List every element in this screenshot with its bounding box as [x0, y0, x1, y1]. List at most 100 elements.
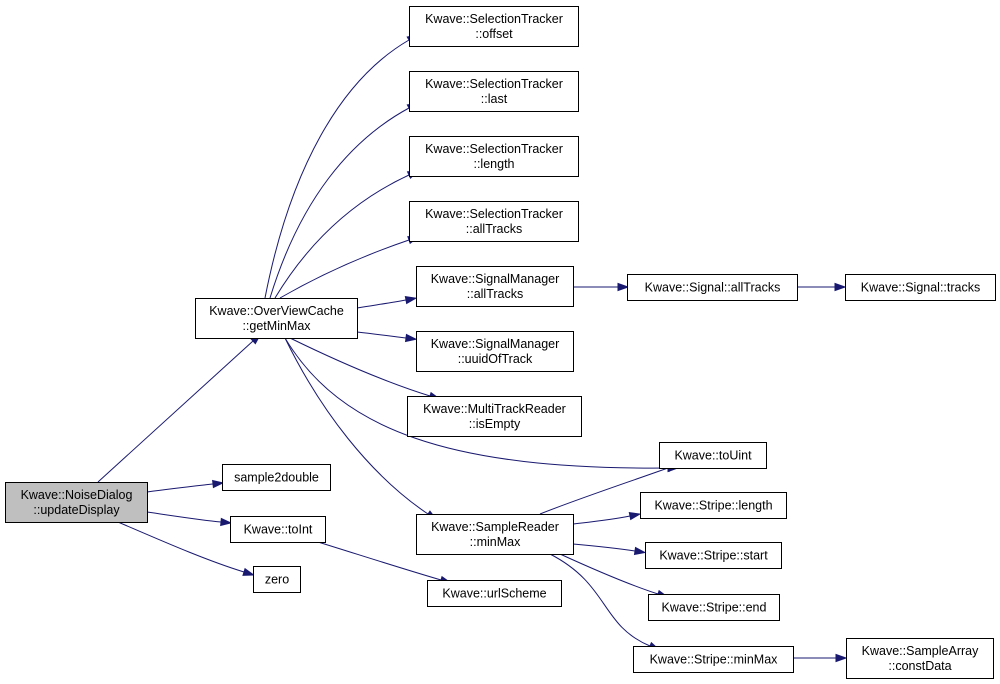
- arrowhead: [835, 653, 848, 663]
- node-label: Kwave::OverViewCache: [209, 304, 344, 318]
- node-label: ::allTracks: [467, 287, 524, 301]
- edge-line: [146, 511, 222, 523]
- edge-ovc-to-st-length: [274, 170, 420, 299]
- edge-line: [279, 239, 410, 299]
- arrowhead: [242, 567, 256, 576]
- node-sr-minmax[interactable]: Kwave::SampleReader::minMax: [416, 514, 574, 555]
- edge-line: [284, 337, 669, 469]
- node-box: [846, 638, 994, 679]
- node-box: [409, 6, 579, 47]
- node-zero[interactable]: zero: [253, 566, 301, 593]
- edge-line: [559, 553, 659, 595]
- node-label: Kwave::SelectionTracker: [425, 77, 563, 91]
- node-toInt[interactable]: Kwave::toInt: [230, 516, 326, 543]
- node-label: ::length: [473, 157, 514, 171]
- edge-sr-minmax-to-stripe-start: [572, 543, 647, 556]
- node-label: ::offset: [475, 27, 513, 41]
- node-sig-alltracks[interactable]: Kwave::Signal::allTracks: [627, 274, 798, 301]
- edge-line: [97, 340, 254, 483]
- node-label: ::minMax: [470, 535, 521, 549]
- node-st-offset[interactable]: Kwave::SelectionTracker::offset: [409, 6, 579, 47]
- arrowhead: [617, 282, 630, 292]
- node-label: ::isEmpty: [469, 417, 521, 431]
- node-box: [407, 396, 582, 437]
- edge-sr-minmax-to-stripe-length: [572, 511, 642, 525]
- node-label: Kwave::Stripe::minMax: [650, 653, 779, 667]
- node-box: [416, 514, 574, 555]
- node-box: [409, 71, 579, 112]
- node-st-last[interactable]: Kwave::SelectionTracker::last: [409, 71, 579, 112]
- node-box: [222, 464, 331, 491]
- node-st-alltracks[interactable]: Kwave::SelectionTracker::allTracks: [409, 201, 579, 242]
- edge-line: [317, 541, 442, 581]
- node-s2d[interactable]: sample2double: [222, 464, 331, 491]
- node-label: Kwave::toUint: [674, 449, 752, 463]
- edge-noise-to-zero: [117, 521, 256, 576]
- node-label: ::getMinMax: [242, 319, 311, 333]
- node-label: ::last: [481, 92, 508, 106]
- edge-line: [549, 553, 651, 647]
- node-noise[interactable]: Kwave::NoiseDialog::updateDisplay: [5, 482, 148, 523]
- node-toUint[interactable]: Kwave::toUint: [659, 442, 767, 469]
- node-box: [409, 201, 579, 242]
- edge-stripe-minmax-to-sa-const: [793, 653, 848, 663]
- node-label: Kwave::MultiTrackReader: [423, 402, 566, 416]
- node-box: [253, 566, 301, 593]
- node-label: Kwave::SelectionTracker: [425, 142, 563, 156]
- edge-noise-to-ovc: [97, 333, 262, 483]
- node-st-length[interactable]: Kwave::SelectionTracker::length: [409, 136, 579, 177]
- node-stripe-end[interactable]: Kwave::Stripe::end: [648, 594, 780, 621]
- node-urlScheme[interactable]: Kwave::urlScheme: [427, 580, 562, 607]
- edge-line: [274, 174, 410, 299]
- node-box: [230, 516, 326, 543]
- edge-line: [284, 337, 429, 515]
- edge-line: [269, 107, 410, 299]
- node-ovc[interactable]: Kwave::OverViewCache::getMinMax: [195, 298, 358, 339]
- arrowhead: [404, 295, 418, 305]
- node-sm-alltracks[interactable]: Kwave::SignalManager::allTracks: [416, 266, 574, 307]
- node-label: ::uuidOfTrack: [458, 352, 533, 366]
- node-label: sample2double: [234, 471, 319, 485]
- node-stripe-minmax[interactable]: Kwave::Stripe::minMax: [633, 646, 794, 673]
- edge-line: [117, 521, 245, 573]
- edge-line: [572, 515, 631, 525]
- node-label: Kwave::SignalManager: [431, 272, 560, 286]
- arrowhead: [628, 511, 642, 521]
- node-box: [409, 136, 579, 177]
- node-box: [640, 492, 787, 519]
- node-box: [633, 646, 794, 673]
- node-label: Kwave::SampleArray: [862, 644, 979, 658]
- edge-noise-to-s2d: [146, 479, 225, 493]
- edge-noise-to-toInt: [146, 511, 233, 527]
- node-box: [5, 482, 148, 523]
- node-box: [416, 331, 574, 372]
- node-label: Kwave::Stripe::length: [654, 499, 772, 513]
- edge-ovc-to-sm-alltracks: [356, 295, 418, 309]
- node-sig-tracks[interactable]: Kwave::Signal::tracks: [845, 274, 996, 301]
- edge-ovc-to-sm-uuid: [356, 331, 418, 343]
- node-sa-const[interactable]: Kwave::SampleArray::constData: [846, 638, 994, 679]
- node-stripe-length[interactable]: Kwave::Stripe::length: [640, 492, 787, 519]
- edge-ovc-to-st-alltracks: [279, 236, 420, 299]
- edge-line: [356, 331, 407, 339]
- node-box: [627, 274, 798, 301]
- node-box: [416, 266, 574, 307]
- arrowhead: [404, 333, 418, 343]
- node-box: [648, 594, 780, 621]
- edge-line: [572, 543, 636, 552]
- node-sm-uuid[interactable]: Kwave::SignalManager::uuidOfTrack: [416, 331, 574, 372]
- edge-line: [356, 299, 407, 309]
- node-box: [659, 442, 767, 469]
- node-box: [195, 298, 358, 339]
- node-box: [845, 274, 996, 301]
- edge-line: [264, 39, 410, 299]
- edge-sr-minmax-to-stripe-minmax: [549, 553, 661, 651]
- arrowhead: [834, 282, 847, 292]
- node-stripe-start[interactable]: Kwave::Stripe::start: [645, 542, 782, 569]
- node-label: ::constData: [888, 659, 951, 673]
- edge-line: [146, 483, 214, 493]
- node-mtr-empty[interactable]: Kwave::MultiTrackReader::isEmpty: [407, 396, 582, 437]
- node-label: Kwave::Stripe::start: [659, 549, 768, 563]
- node-label: Kwave::Signal::allTracks: [645, 281, 781, 295]
- node-label: Kwave::Stripe::end: [662, 601, 767, 615]
